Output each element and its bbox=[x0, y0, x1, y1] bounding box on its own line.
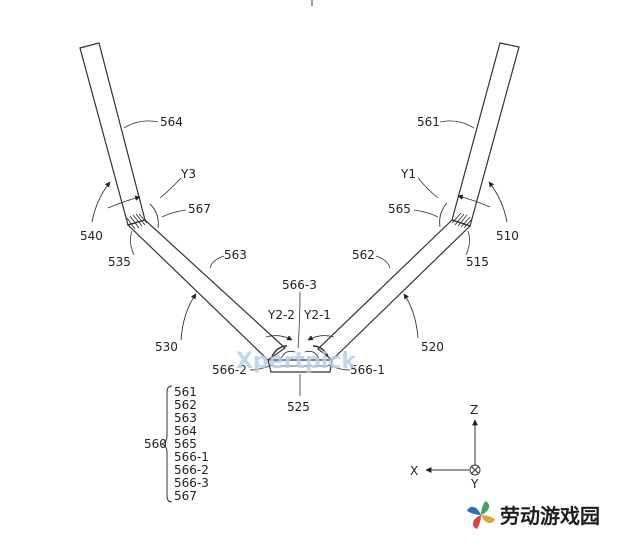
arm-530 bbox=[126, 219, 286, 361]
label-540: 540 bbox=[80, 229, 103, 243]
legend-brace bbox=[160, 385, 173, 503]
legend-item: 566-1 bbox=[174, 450, 209, 464]
hinge-515 bbox=[451, 212, 473, 229]
x-axis-label: X bbox=[410, 464, 418, 478]
legend-item: 561 bbox=[174, 385, 197, 399]
angle-arc-y3 bbox=[107, 195, 141, 209]
legend-item: 563 bbox=[174, 411, 197, 425]
reference-labels: 564 561 Y3 Y1 567 565 540 510 535 515 56… bbox=[80, 115, 519, 414]
hinge-535 bbox=[126, 213, 148, 230]
label-562: 562 bbox=[352, 248, 375, 262]
label-561: 561 bbox=[417, 115, 440, 129]
legend-560: 560 561 562 563 564 565 566-1 566-2 566-… bbox=[144, 385, 209, 503]
arrow-520 bbox=[403, 293, 419, 339]
label-535: 535 bbox=[108, 255, 131, 269]
legend-group-label: 560 bbox=[144, 437, 167, 451]
pinwheel-icon bbox=[467, 501, 495, 529]
label-564: 564 bbox=[160, 115, 183, 129]
legend-item: 565 bbox=[174, 437, 197, 451]
legend-item: 566-3 bbox=[174, 476, 209, 490]
angle-arc-y1 bbox=[457, 194, 491, 208]
arm-510 bbox=[451, 42, 520, 227]
label-530: 530 bbox=[155, 340, 178, 354]
label-y3: Y3 bbox=[180, 167, 196, 181]
legend-item: 564 bbox=[174, 424, 197, 438]
label-566-3: 566-3 bbox=[282, 278, 317, 292]
z-axis-label: Z bbox=[470, 403, 478, 417]
watermark-logo-text: 劳动游戏园 bbox=[500, 504, 600, 528]
label-566-2: 566-2 bbox=[212, 363, 247, 377]
label-567: 567 bbox=[188, 202, 211, 216]
label-515: 515 bbox=[466, 255, 489, 269]
label-525: 525 bbox=[287, 400, 310, 414]
hinge-525 bbox=[267, 345, 333, 373]
watermark-logo: 劳动游戏园 bbox=[467, 501, 600, 529]
angle-arc-y2-2 bbox=[265, 335, 293, 341]
arrow-530 bbox=[180, 293, 197, 341]
arrow-510 bbox=[488, 181, 508, 223]
coordinate-axes: Z X Y bbox=[410, 403, 481, 491]
y-axis-label: Y bbox=[470, 477, 479, 491]
label-565: 565 bbox=[388, 202, 411, 216]
angle-arc-565 bbox=[439, 202, 448, 228]
legend-item: 567 bbox=[174, 489, 197, 503]
label-510: 510 bbox=[496, 229, 519, 243]
label-y1: Y1 bbox=[400, 167, 416, 181]
leader-lines bbox=[123, 120, 475, 397]
legend-item: 562 bbox=[174, 398, 197, 412]
watermark-text: Xpertpick bbox=[236, 349, 357, 374]
label-563: 563 bbox=[224, 248, 247, 262]
label-y2-1: Y2-1 bbox=[303, 308, 331, 322]
arm-520 bbox=[317, 219, 472, 361]
arm-540 bbox=[79, 42, 146, 226]
label-566-1: 566-1 bbox=[350, 363, 385, 377]
label-y2-2: Y2-2 bbox=[267, 308, 295, 322]
angle-arc-567 bbox=[149, 203, 159, 229]
label-520: 520 bbox=[421, 340, 444, 354]
legend-item: 566-2 bbox=[174, 463, 209, 477]
angle-arc-y2-1 bbox=[307, 335, 335, 341]
arrow-540 bbox=[91, 181, 111, 223]
